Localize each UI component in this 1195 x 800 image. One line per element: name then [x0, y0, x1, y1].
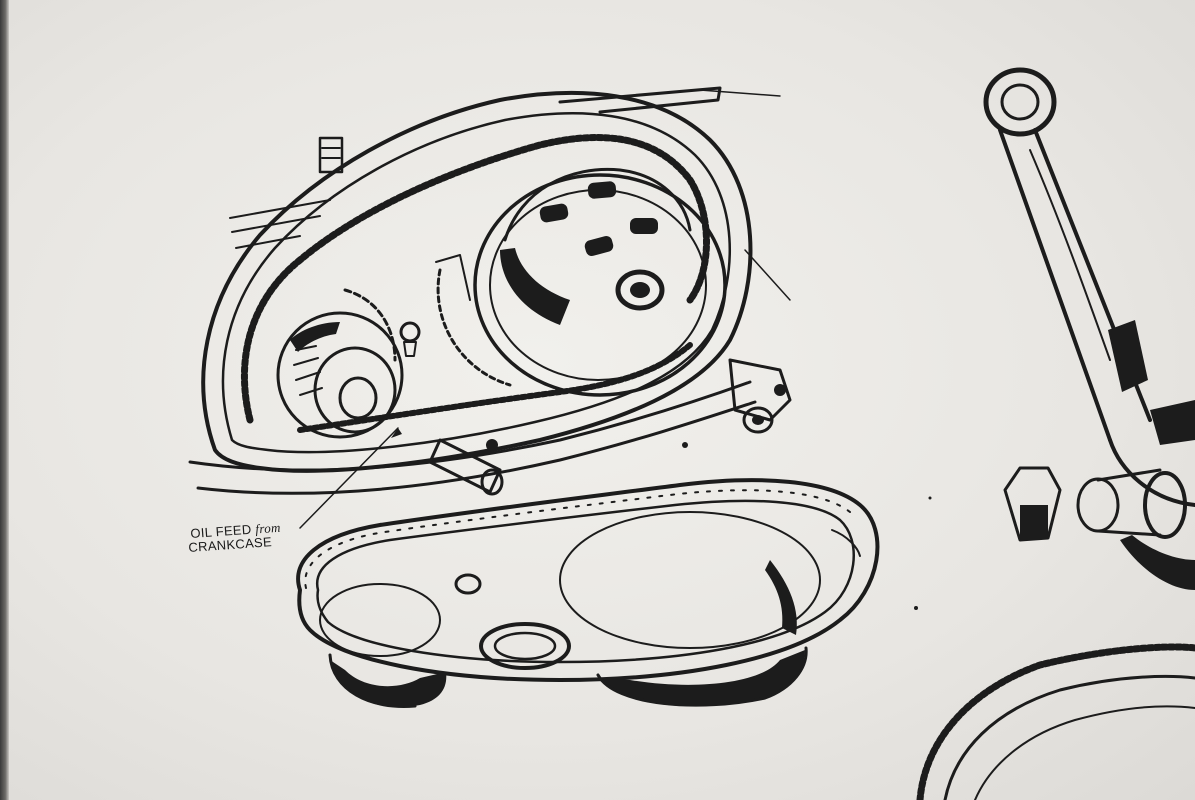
callout-leader-line: [299, 427, 402, 529]
center-stud: [399, 321, 421, 357]
primary-chaincase: [201, 90, 753, 473]
chain-wheel: [916, 643, 1195, 800]
chaincase-cover: [296, 478, 880, 709]
clutch-sprocket: [435, 254, 512, 387]
page-binding-edge: [0, 0, 9, 800]
clutch-drum: [473, 167, 727, 397]
print-specks: [914, 496, 932, 610]
crank-nut: [1003, 466, 1062, 542]
connecting-rod: [983, 67, 1195, 507]
crank-pin: [1076, 468, 1195, 590]
frame-tube: [188, 380, 757, 496]
engine-sprocket: [276, 288, 404, 439]
side-fitting: [682, 358, 792, 448]
primary-chain: [241, 134, 710, 433]
